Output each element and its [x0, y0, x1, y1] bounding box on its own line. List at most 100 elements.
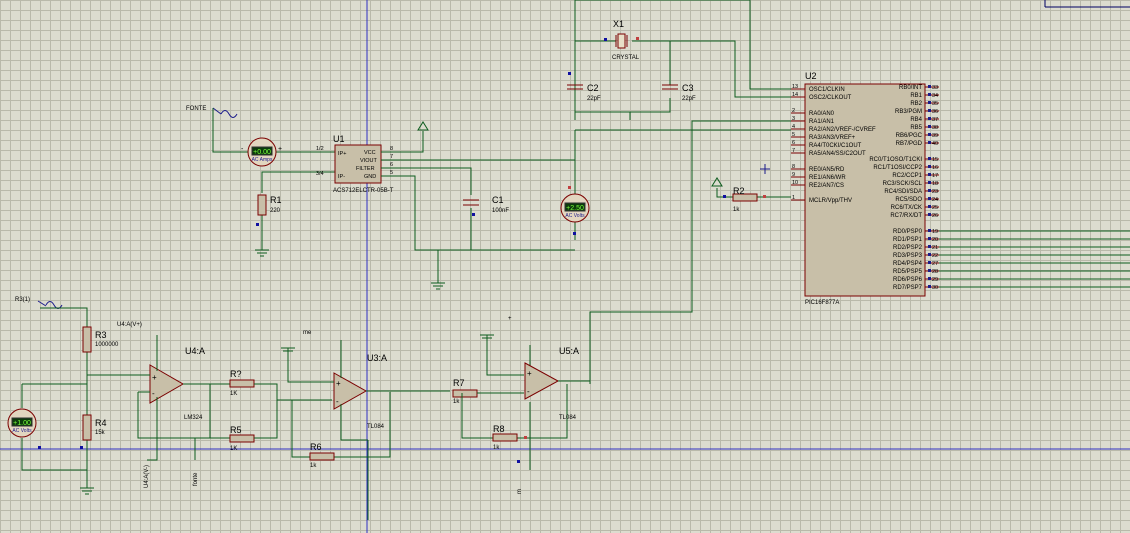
u2-pin-36-number: 36: [932, 109, 938, 115]
resistor-r1[interactable]: [257, 194, 267, 216]
r1-label: R1: [270, 195, 282, 205]
r6-value: 1k: [310, 463, 317, 469]
u2-pin-37-name: RB4: [910, 117, 922, 123]
u2-pin-23-number: 23: [932, 189, 938, 195]
u2-pin-3-name: RA1/AN1: [809, 119, 835, 125]
svg-text:IP-: IP-: [338, 174, 345, 180]
u2-pin-21-name: RD2/PSP2: [893, 245, 923, 251]
r8-value: 1k: [493, 445, 500, 451]
u2-pin-30-number: 30: [932, 285, 938, 291]
u2-pin-4-name: RA2/AN2/VREF-/CVREF: [809, 127, 876, 133]
u2-pin-26-marker: [928, 213, 931, 216]
fonte-net-label: fonte: [193, 472, 199, 486]
r3-value: 1000000: [95, 342, 119, 348]
ic-u1-acs712[interactable]: [334, 144, 382, 184]
c2-value: 22pF: [587, 96, 601, 102]
u2-pin-39-marker: [928, 133, 931, 136]
opamp-u3a[interactable]: [333, 372, 368, 410]
r3-generator-label: R3(1): [15, 297, 30, 303]
r3-label: R3: [95, 330, 107, 340]
u2-pin-38-marker: [928, 125, 931, 128]
u2-pin-25-number: 25: [932, 205, 938, 211]
u2-pin-16-marker: [928, 165, 931, 168]
resistor-r7[interactable]: [452, 389, 478, 398]
u2-pin-40-marker: [928, 141, 931, 144]
svg-text:3/4: 3/4: [316, 171, 324, 177]
u2-pin-37-marker: [928, 117, 931, 120]
u2-pin-17-number: 17: [932, 173, 938, 179]
u1-section[interactable]: FONTE +0.00 AC Amps -+ R1 220 U1 IP+ IP-…: [186, 106, 791, 290]
u2-pin-29-number: 29: [932, 277, 938, 283]
c1-label: C1: [492, 195, 504, 205]
u2-pin-13-number: 13: [792, 84, 798, 90]
svg-text:VCC: VCC: [364, 150, 376, 156]
u2-pin-20-name: RD1/PSP1: [893, 237, 923, 243]
svg-text:+: +: [152, 373, 157, 382]
svg-text:7: 7: [390, 154, 393, 160]
c1-value: 100nF: [492, 208, 509, 214]
u2-pin-34-marker: [928, 93, 931, 96]
opamp-u4a[interactable]: [149, 364, 185, 404]
u2-pin-25-name: RC6/TX/CK: [891, 205, 922, 211]
u2-label: U2: [805, 71, 817, 81]
u2-pin-7-number: 7: [792, 148, 795, 154]
crystal-x1[interactable]: [617, 33, 626, 49]
fonte-generator-label: FONTE: [186, 106, 206, 112]
opamp-u5a[interactable]: [524, 362, 560, 400]
r4-label: R4: [95, 418, 107, 428]
u2-pin-21-marker: [928, 245, 931, 248]
svg-text:-: -: [336, 397, 339, 406]
u2-right-pins: 33RB0/INT34RB135RB236RB3/PGM37RB438RB539…: [869, 85, 1130, 291]
u2-pin-13-name: OSC1/CLKIN: [809, 87, 845, 93]
u2-pin-34-name: RB1: [910, 93, 922, 99]
u2-pin-8-number: 8: [792, 164, 795, 170]
u2-pin-1-name: MCLR/Vpp/THV: [809, 198, 852, 204]
u2-pin-26-name: RC7/RX/DT: [890, 213, 922, 219]
u2-pin-30-name: RD7/PSP7: [893, 285, 923, 291]
u1-label: U1: [333, 134, 345, 144]
r2-label: R2: [733, 186, 745, 196]
u2-pin-29-marker: [928, 277, 931, 280]
u2-pin-16-name: RC1/T1OSI/CCP2: [873, 165, 922, 171]
u2-part: PIC16F877A: [805, 300, 839, 306]
u2-pin-14-number: 14: [792, 92, 798, 98]
r4-value: 15k: [95, 430, 106, 436]
resistor-r8[interactable]: [492, 433, 518, 442]
u2-pin-28-marker: [928, 269, 931, 272]
x1-value: CRYSTAL: [612, 55, 640, 61]
r7-value: 1k: [453, 399, 460, 405]
r7-label: R7: [453, 378, 465, 388]
x1-label: X1: [613, 19, 624, 29]
resistor-r5[interactable]: [229, 434, 255, 443]
crystal-section[interactable]: X1 CRYSTAL C2 22pF C3 22pF: [567, 0, 791, 120]
svg-text:-: -: [527, 387, 530, 396]
svg-text:-: -: [241, 146, 244, 153]
resistor-rq[interactable]: [229, 379, 255, 388]
u2-pin-33-marker: [928, 85, 931, 88]
u2-pin-6-number: 6: [792, 140, 795, 146]
c2-label: C2: [587, 83, 599, 93]
resistor-r6[interactable]: [309, 452, 335, 461]
u2-pin-19-number: 19: [932, 229, 938, 235]
voltmeter-1-reading: +1.00: [13, 420, 31, 427]
ic-u2-pic16f877a[interactable]: [804, 83, 926, 297]
u3a-vminus-top-label: me: [303, 330, 312, 336]
svg-text:+: +: [527, 369, 532, 378]
u2-pin-21-number: 21: [932, 245, 938, 251]
u2-pin-20-number: 20: [932, 237, 938, 243]
resistor-r3[interactable]: [82, 326, 92, 353]
resistor-r4[interactable]: [82, 414, 92, 441]
c3-label: C3: [682, 83, 694, 93]
u2-pin-9-number: 9: [792, 172, 795, 178]
svg-text:GND: GND: [364, 174, 376, 180]
u2-pin-16-number: 16: [932, 165, 938, 171]
u2-pin-10-name: RE2/AN7/CS: [809, 183, 844, 189]
u2-pin-17-marker: [928, 173, 931, 176]
resistor-r2[interactable]: [732, 193, 758, 202]
opamp-section[interactable]: R3(1) R3 1000000 R4 15k +1.00 AC Volts U…: [7, 297, 590, 520]
svg-text:FILTER: FILTER: [356, 166, 375, 172]
